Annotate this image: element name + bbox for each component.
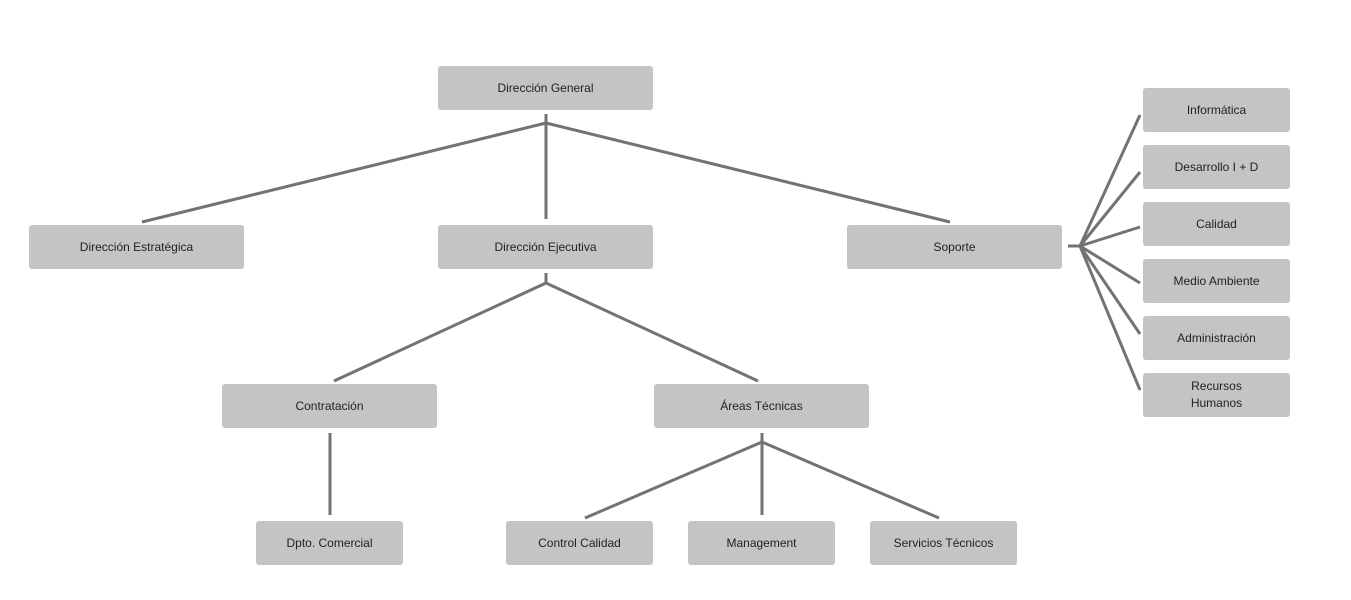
node-dpto-comercial: Dpto. Comercial: [256, 521, 403, 565]
node-label: Recursos Humanos: [1190, 379, 1243, 410]
node-label: Medio Ambiente: [1173, 273, 1260, 288]
connector-soporte-to-medio-ambiente: [1079, 244, 1141, 285]
node-recursos-humanos: Recursos Humanos: [1143, 373, 1290, 417]
connector-soporte-to-calidad: [1079, 225, 1141, 248]
node-control-calidad: Control Calidad: [506, 521, 653, 565]
connector-areas-to-servicios: [761, 440, 940, 520]
connector-general-to-estrategica: [141, 121, 547, 224]
connector-ejecutiva-to-contratacion: [333, 281, 547, 383]
node-medio-ambiente: Medio Ambiente: [1143, 259, 1290, 303]
connector-soporte-to-desarrollo: [1078, 171, 1142, 247]
connector-soporte-to-recursos: [1078, 245, 1142, 391]
node-label: Soporte: [933, 239, 976, 254]
node-label: Dirección General: [497, 80, 594, 95]
connector-ejecutiva-to-areas: [545, 281, 759, 383]
node-label: Informática: [1186, 102, 1247, 117]
node-label: Management: [726, 535, 797, 550]
node-areas-tecnicas: Áreas Técnicas: [654, 384, 869, 428]
node-calidad: Calidad: [1143, 202, 1290, 246]
node-label: Contratación: [295, 398, 364, 413]
node-management: Management: [688, 521, 835, 565]
node-label: Calidad: [1196, 216, 1237, 231]
node-label: Dirección Ejecutiva: [494, 239, 597, 254]
node-informatica: Informática: [1143, 88, 1290, 132]
connector-areas-to-control: [584, 440, 763, 520]
node-label: Control Calidad: [538, 535, 621, 550]
node-direccion-estrategica: Dirección Estratégica: [29, 225, 244, 269]
node-contratacion: Contratación: [222, 384, 437, 428]
node-label: Desarrollo I + D: [1174, 159, 1259, 174]
node-desarrollo-i-d: Desarrollo I + D: [1143, 145, 1290, 189]
node-soporte: Soporte: [847, 225, 1062, 269]
connector-general-to-soporte: [545, 121, 951, 224]
node-direccion-ejecutiva: Dirección Ejecutiva: [438, 225, 653, 269]
connector-soporte-to-administracion: [1078, 245, 1142, 335]
node-label: Áreas Técnicas: [720, 398, 803, 413]
node-servicios-tecnicos: Servicios Técnicos: [870, 521, 1017, 565]
node-label: Dpto. Comercial: [286, 535, 373, 550]
node-label: Administración: [1177, 330, 1256, 345]
node-label: Dirección Estratégica: [79, 239, 194, 254]
node-label: Servicios Técnicos: [893, 535, 994, 550]
node-administracion: Administración: [1143, 316, 1290, 360]
connector-soporte-to-informatica: [1078, 114, 1142, 247]
node-direccion-general: Dirección General: [438, 66, 653, 110]
